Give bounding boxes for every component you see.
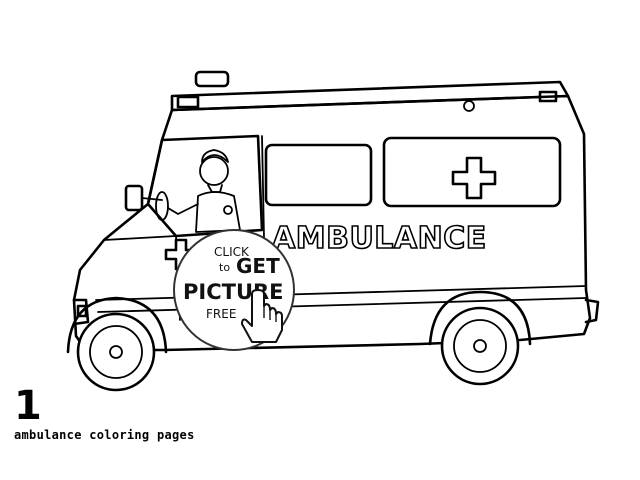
badge-free-text: FREE [206, 307, 236, 321]
badge-click-text: CLICK [214, 245, 250, 259]
rear-wheel-icon [428, 290, 532, 386]
front-wheel-icon [66, 296, 168, 392]
badge-picture-text: PICTURE [183, 280, 284, 304]
pointing-hand-cursor-icon [241, 289, 283, 343]
red-cross-symbol-icon [451, 156, 497, 200]
vehicle-label: AMBULANCE [272, 221, 487, 256]
ambulance-van-icon [72, 80, 600, 352]
badge-get-text: GET [236, 254, 280, 278]
badge-to-text: to [219, 261, 230, 274]
caption-title: ambulance coloring pages [14, 428, 195, 442]
driver-figure-icon [155, 149, 241, 233]
click-to-get-picture-badge[interactable]: CLICK to GET PICTURE FREE [173, 229, 295, 351]
caption-number: 1 [14, 383, 42, 429]
beacon-light-icon [194, 70, 230, 88]
